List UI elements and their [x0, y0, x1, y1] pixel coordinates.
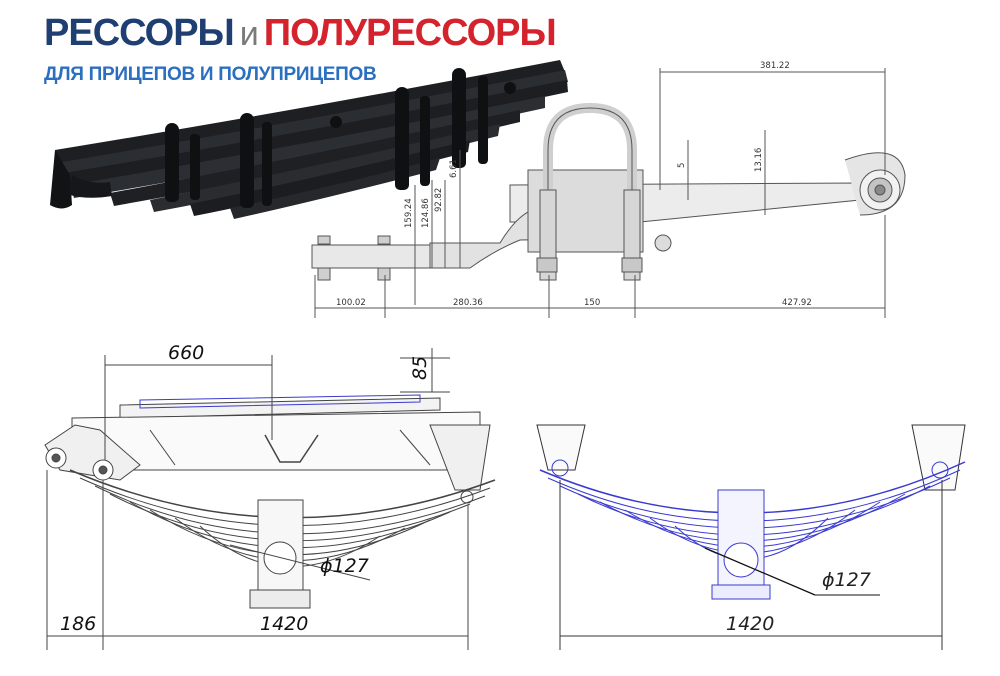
dim-280-36: 280.36 — [453, 298, 483, 308]
spring-with-frame-drawing — [44, 348, 496, 650]
spring-blueprint-drawing — [536, 424, 966, 650]
title-conjunction: и — [239, 15, 259, 53]
dim-1420-right: 1420 — [726, 613, 774, 635]
title-part-springs: РЕССОРЫ — [44, 12, 235, 54]
leaf-spring-photo — [50, 60, 568, 219]
dim-186: 186 — [60, 613, 96, 635]
dim-5: 5 — [677, 163, 687, 168]
dim-13-16: 13.16 — [754, 148, 764, 172]
dim-150: 150 — [584, 298, 600, 308]
dim-381: 381.22 — [760, 61, 790, 71]
dim-6-61: 6.61 — [449, 159, 459, 178]
half-spring-drawing — [311, 68, 906, 318]
dim-159-24: 159.24 — [404, 198, 414, 228]
title-part-half-springs: ПОЛУРЕССОРЫ — [263, 12, 557, 54]
page-subtitle: ДЛЯ ПРИЦЕПОВ И ПОЛУПРИЦЕПОВ — [44, 64, 377, 85]
dim-85: 85 — [409, 356, 431, 380]
spring-with-frame-dimensions: 660 85 ϕ127 186 1420 — [60, 342, 431, 635]
dim-124-86: 124.86 — [421, 198, 431, 228]
dim-1420-left: 1420 — [260, 613, 308, 635]
dim-427-92: 427.92 — [782, 298, 812, 308]
dim-diameter-left: ϕ127 — [320, 555, 369, 577]
dim-diameter-right: ϕ127 — [822, 569, 871, 591]
dim-92-82: 92.82 — [434, 188, 444, 212]
half-spring-dimensions: 381.22 5 13.16 6.61 92.82 124.86 159.24 … — [336, 61, 812, 308]
dim-100-02: 100.02 — [336, 298, 366, 308]
spring-blueprint-dimensions: ϕ127 1420 — [726, 569, 871, 635]
dim-660: 660 — [168, 342, 204, 364]
